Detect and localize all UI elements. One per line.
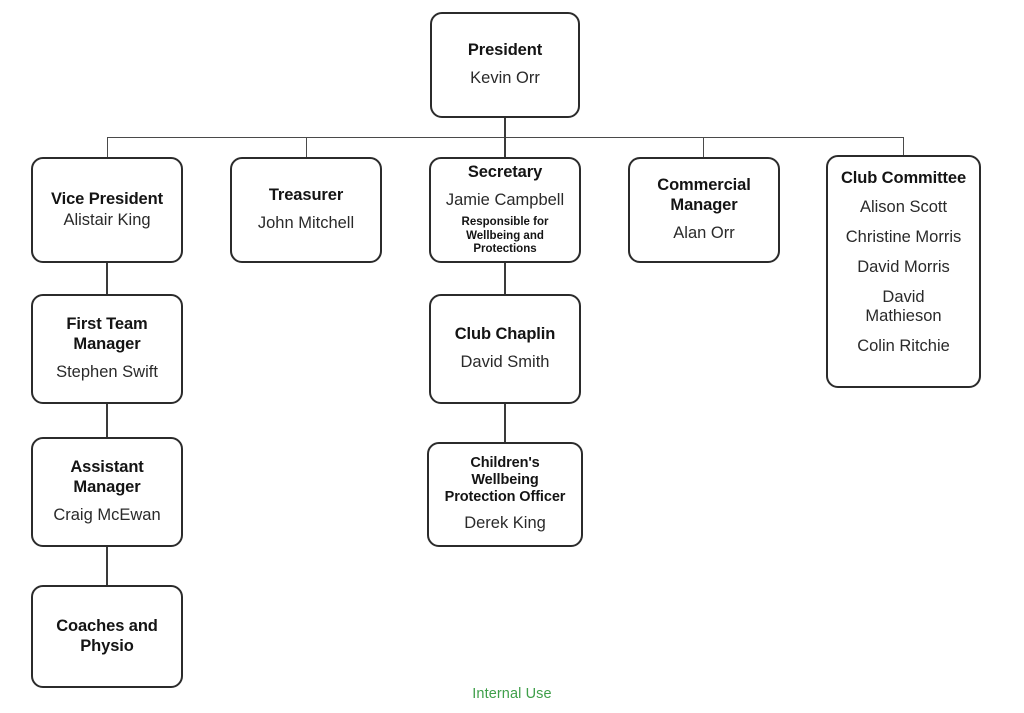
node-vice-president-title: Vice President <box>50 189 164 208</box>
node-president-person: Kevin Orr <box>470 69 540 88</box>
node-first-team-manager-title: First Team Manager <box>66 315 148 353</box>
node-club-committee[interactable]: Club Committee Alison Scott Christine Mo… <box>826 155 981 388</box>
node-club-chaplin[interactable]: Club Chaplin David Smith <box>429 294 581 404</box>
footer-internal-use-label: Internal Use <box>472 686 552 702</box>
node-coaches-and-physio[interactable]: Coaches and Physio <box>31 585 183 688</box>
node-vice-president-person: Alistair King <box>63 210 151 229</box>
node-treasurer-title: Treasurer <box>268 186 344 205</box>
node-childrens-wellbeing-officer[interactable]: Children's Wellbeing Protection Officer … <box>427 442 583 547</box>
connector-secretary-to-club-chaplin <box>504 262 506 294</box>
node-treasurer-person: John Mitchell <box>257 214 355 233</box>
node-assistant-manager-title: Assistant Manager <box>70 458 144 496</box>
node-president[interactable]: President Kevin Orr <box>430 12 580 118</box>
connector-drop-club-committee <box>903 137 904 156</box>
node-assistant-manager-person: Craig McEwan <box>53 505 161 524</box>
node-secretary[interactable]: Secretary Jamie Campbell Responsible for… <box>429 157 581 263</box>
node-president-title: President <box>467 41 543 60</box>
connector-first-team-to-assistant-manager <box>106 404 108 437</box>
node-first-team-manager[interactable]: First Team Manager Stephen Swift <box>31 294 183 404</box>
node-commercial-manager[interactable]: Commercial Manager Alan Orr <box>628 157 780 263</box>
node-commercial-manager-person: Alan Orr <box>673 223 735 242</box>
connector-drop-commercial-manager <box>703 137 704 158</box>
connector-drop-vice-president <box>107 137 108 158</box>
node-commercial-manager-title: Commercial Manager <box>657 176 751 214</box>
node-assistant-manager[interactable]: Assistant Manager Craig McEwan <box>31 437 183 547</box>
connector-club-chaplin-to-wellbeing-officer <box>504 404 506 442</box>
connector-drop-treasurer <box>306 137 307 158</box>
node-secretary-person: Jamie Campbell <box>445 190 565 209</box>
node-club-committee-member: Colin Ritchie <box>857 337 950 356</box>
connector-assistant-manager-to-coaches <box>106 547 108 585</box>
node-club-committee-member: David Mathieson <box>865 287 942 326</box>
node-first-team-manager-person: Stephen Swift <box>56 362 158 381</box>
node-secretary-note: Responsible for Wellbeing and Protection… <box>461 215 549 256</box>
node-treasurer[interactable]: Treasurer John Mitchell <box>230 157 382 263</box>
node-club-committee-member: Alison Scott <box>859 198 948 217</box>
node-club-committee-member: Christine Morris <box>845 227 962 246</box>
node-childrens-wellbeing-officer-title: Children's Wellbeing Protection Officer <box>444 454 566 505</box>
connector-drop-secretary <box>504 137 506 158</box>
node-club-chaplin-title: Club Chaplin <box>454 325 556 344</box>
node-vice-president[interactable]: Vice President Alistair King <box>31 157 183 263</box>
connector-president-stem <box>504 118 506 138</box>
node-secretary-title: Secretary <box>467 162 543 181</box>
connector-vp-to-first-team-manager <box>106 262 108 294</box>
node-club-committee-member: David Morris <box>857 257 950 276</box>
node-childrens-wellbeing-officer-person: Derek King <box>464 514 546 533</box>
node-club-chaplin-person: David Smith <box>460 353 550 372</box>
node-coaches-and-physio-title: Coaches and Physio <box>56 617 158 655</box>
node-club-committee-title: Club Committee <box>840 169 967 187</box>
